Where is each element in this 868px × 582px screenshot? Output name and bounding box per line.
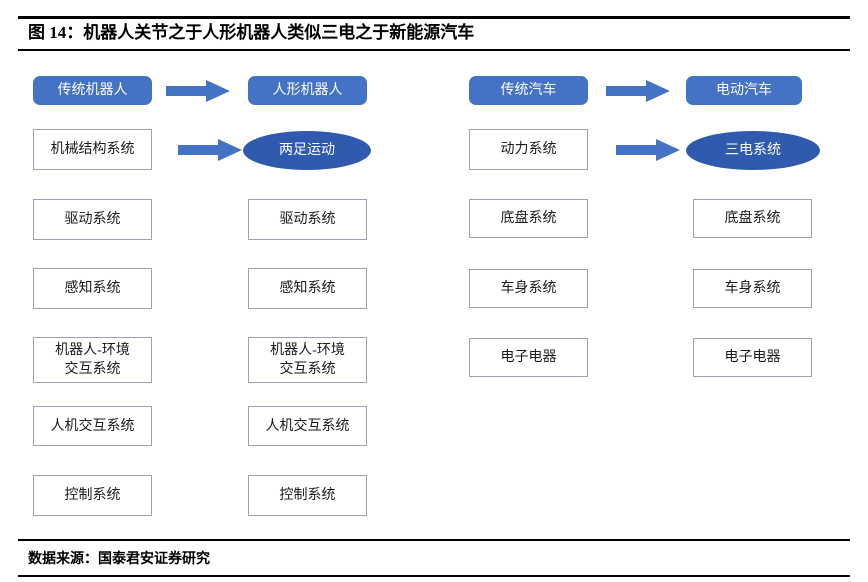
node-traditional-robot[interactable]: 传统机器人 (33, 76, 152, 105)
list-item[interactable]: 机器人-环境 交互系统 (33, 337, 152, 383)
footer-top-rule (18, 539, 850, 541)
list-item[interactable]: 感知系统 (248, 268, 367, 309)
list-item[interactable]: 车身系统 (469, 269, 588, 308)
list-item[interactable]: 机器人-环境 交互系统 (248, 337, 367, 383)
node-mechanical-structure-system[interactable]: 机械结构系统 (33, 129, 152, 170)
bottom-rule (18, 575, 850, 577)
list-item[interactable]: 车身系统 (693, 269, 812, 308)
list-item[interactable]: 控制系统 (248, 475, 367, 516)
source-note: 数据来源：国泰君安证券研究 (28, 552, 210, 567)
node-bipedal-locomotion[interactable]: 两足运动 (243, 131, 371, 170)
figure-title: 图 14：机器人关节之于人形机器人类似三电之于新能源汽车 (28, 23, 475, 42)
node-powertrain-system[interactable]: 动力系统 (469, 129, 588, 170)
title-underline-rule (18, 49, 850, 51)
node-three-electric-system[interactable]: 三电系统 (686, 131, 820, 170)
list-item[interactable]: 底盘系统 (469, 199, 588, 238)
node-traditional-vehicle[interactable]: 传统汽车 (469, 76, 588, 105)
arrow-right-highlight-icon (616, 139, 680, 161)
arrow-right-header-icon (606, 80, 670, 102)
arrow-left-highlight-icon (178, 139, 242, 161)
list-item[interactable]: 人机交互系统 (248, 406, 367, 446)
list-item[interactable]: 感知系统 (33, 268, 152, 309)
list-item[interactable]: 控制系统 (33, 475, 152, 516)
top-rule (18, 16, 850, 19)
list-item[interactable]: 电子电器 (469, 338, 588, 377)
list-item[interactable]: 驱动系统 (33, 199, 152, 240)
node-humanoid-robot[interactable]: 人形机器人 (248, 76, 367, 105)
list-item[interactable]: 人机交互系统 (33, 406, 152, 446)
node-electric-vehicle[interactable]: 电动汽车 (686, 76, 802, 105)
list-item[interactable]: 底盘系统 (693, 199, 812, 238)
list-item[interactable]: 驱动系统 (248, 199, 367, 240)
list-item[interactable]: 电子电器 (693, 338, 812, 377)
arrow-left-header-icon (166, 80, 230, 102)
